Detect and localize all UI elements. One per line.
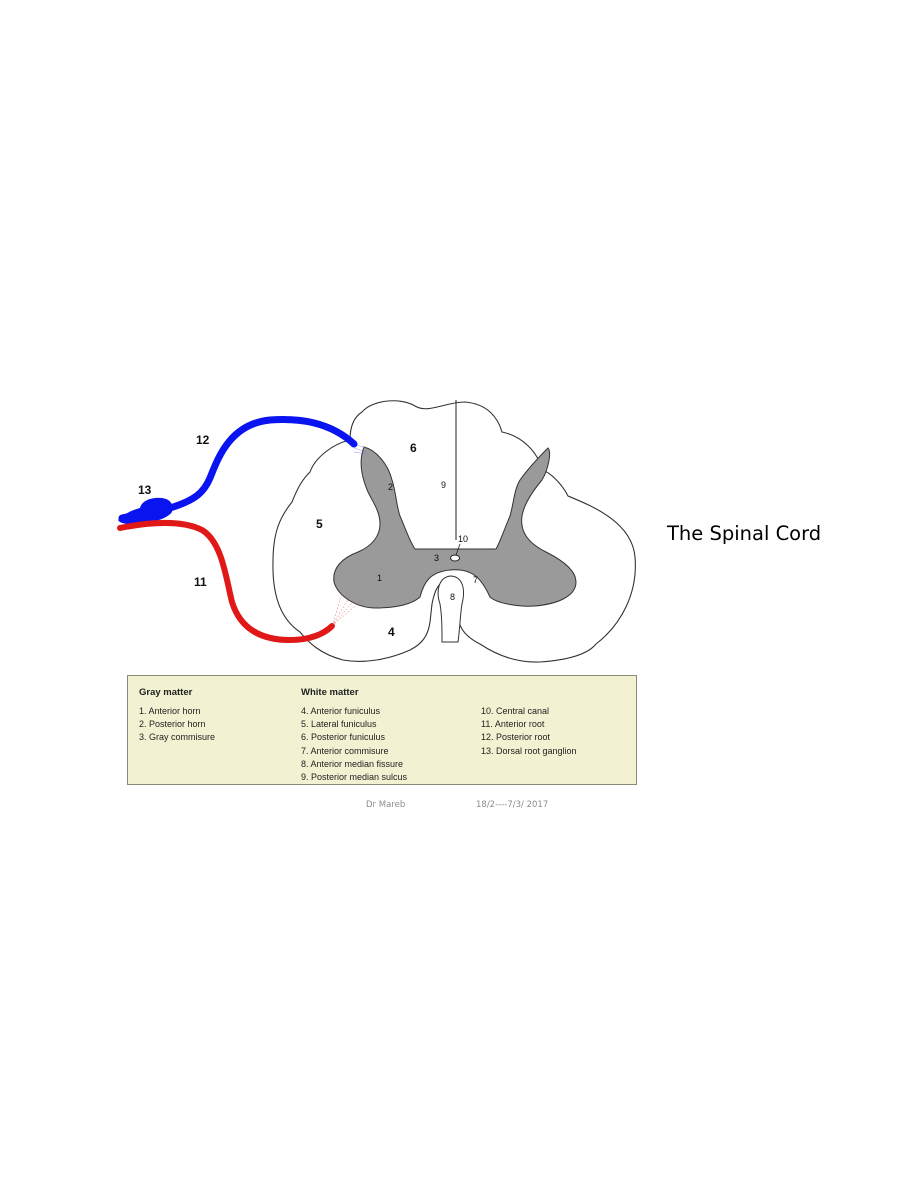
label-10: 10 bbox=[458, 534, 468, 544]
legend-other: 10. Central canal 11. Anterior root 12. … bbox=[481, 705, 577, 758]
dorsal-root-ganglion bbox=[118, 497, 173, 524]
label-8: 8 bbox=[450, 592, 455, 602]
legend-item: 6. Posterior funiculus bbox=[301, 732, 386, 743]
legend-item: 11. Anterior root bbox=[481, 719, 545, 730]
label-9: 9 bbox=[441, 480, 446, 490]
slide-title: The Spinal Cord bbox=[667, 522, 822, 545]
footer-author: Dr Mareb bbox=[366, 800, 406, 810]
legend-heading-gray-matter: Gray matter bbox=[139, 687, 193, 698]
label-1: 1 bbox=[377, 573, 382, 583]
anterior-root bbox=[117, 520, 335, 644]
spinal-cord-diagram: 12 13 11 5 6 4 2 9 10 3 1 7 8 bbox=[117, 400, 636, 663]
label-11: 11 bbox=[194, 575, 207, 589]
legend-item: 7. Anterior commisure bbox=[301, 745, 389, 756]
legend-item: 3. Gray commisure bbox=[139, 732, 216, 743]
legend-heading-white-matter: White matter bbox=[301, 687, 359, 698]
legend-item: 13. Dorsal root ganglion bbox=[481, 745, 577, 756]
legend-item: 8. Anterior median fissure bbox=[301, 758, 404, 769]
posterior-root bbox=[118, 416, 358, 522]
label-7: 7 bbox=[473, 575, 478, 585]
anterior-rootlets bbox=[331, 593, 363, 627]
legend-item: 4. Anterior funiculus bbox=[301, 706, 381, 716]
legend-gray-matter: Gray matter 1. Anterior horn 2. Posterio… bbox=[139, 688, 215, 745]
footer-date: 18/2----7/3/ 2017 bbox=[476, 800, 549, 810]
label-12: 12 bbox=[196, 433, 210, 447]
gray-matter bbox=[333, 446, 577, 609]
legend-item: 9. Posterior median sulcus bbox=[301, 771, 408, 782]
label-2: 2 bbox=[388, 482, 393, 492]
legend-box: Gray matter 1. Anterior horn 2. Posterio… bbox=[127, 675, 637, 785]
legend-item: 12. Posterior root bbox=[481, 732, 551, 743]
label-5: 5 bbox=[316, 517, 323, 531]
label-4: 4 bbox=[388, 625, 395, 639]
legend-white-matter: White matter 4. Anterior funiculus 5. La… bbox=[301, 688, 407, 784]
label-13: 13 bbox=[138, 483, 152, 497]
central-canal bbox=[450, 554, 460, 562]
legend-item: 10. Central canal bbox=[481, 706, 550, 716]
anterior-median-fissure bbox=[437, 575, 464, 643]
central-canal-pointer bbox=[455, 543, 461, 556]
label-3: 3 bbox=[434, 553, 439, 563]
label-6: 6 bbox=[410, 441, 417, 455]
legend-item: 5. Lateral funiculus bbox=[301, 719, 377, 730]
legend-item: 2. Posterior horn bbox=[139, 719, 206, 730]
legend-item: 1. Anterior horn bbox=[139, 706, 201, 716]
